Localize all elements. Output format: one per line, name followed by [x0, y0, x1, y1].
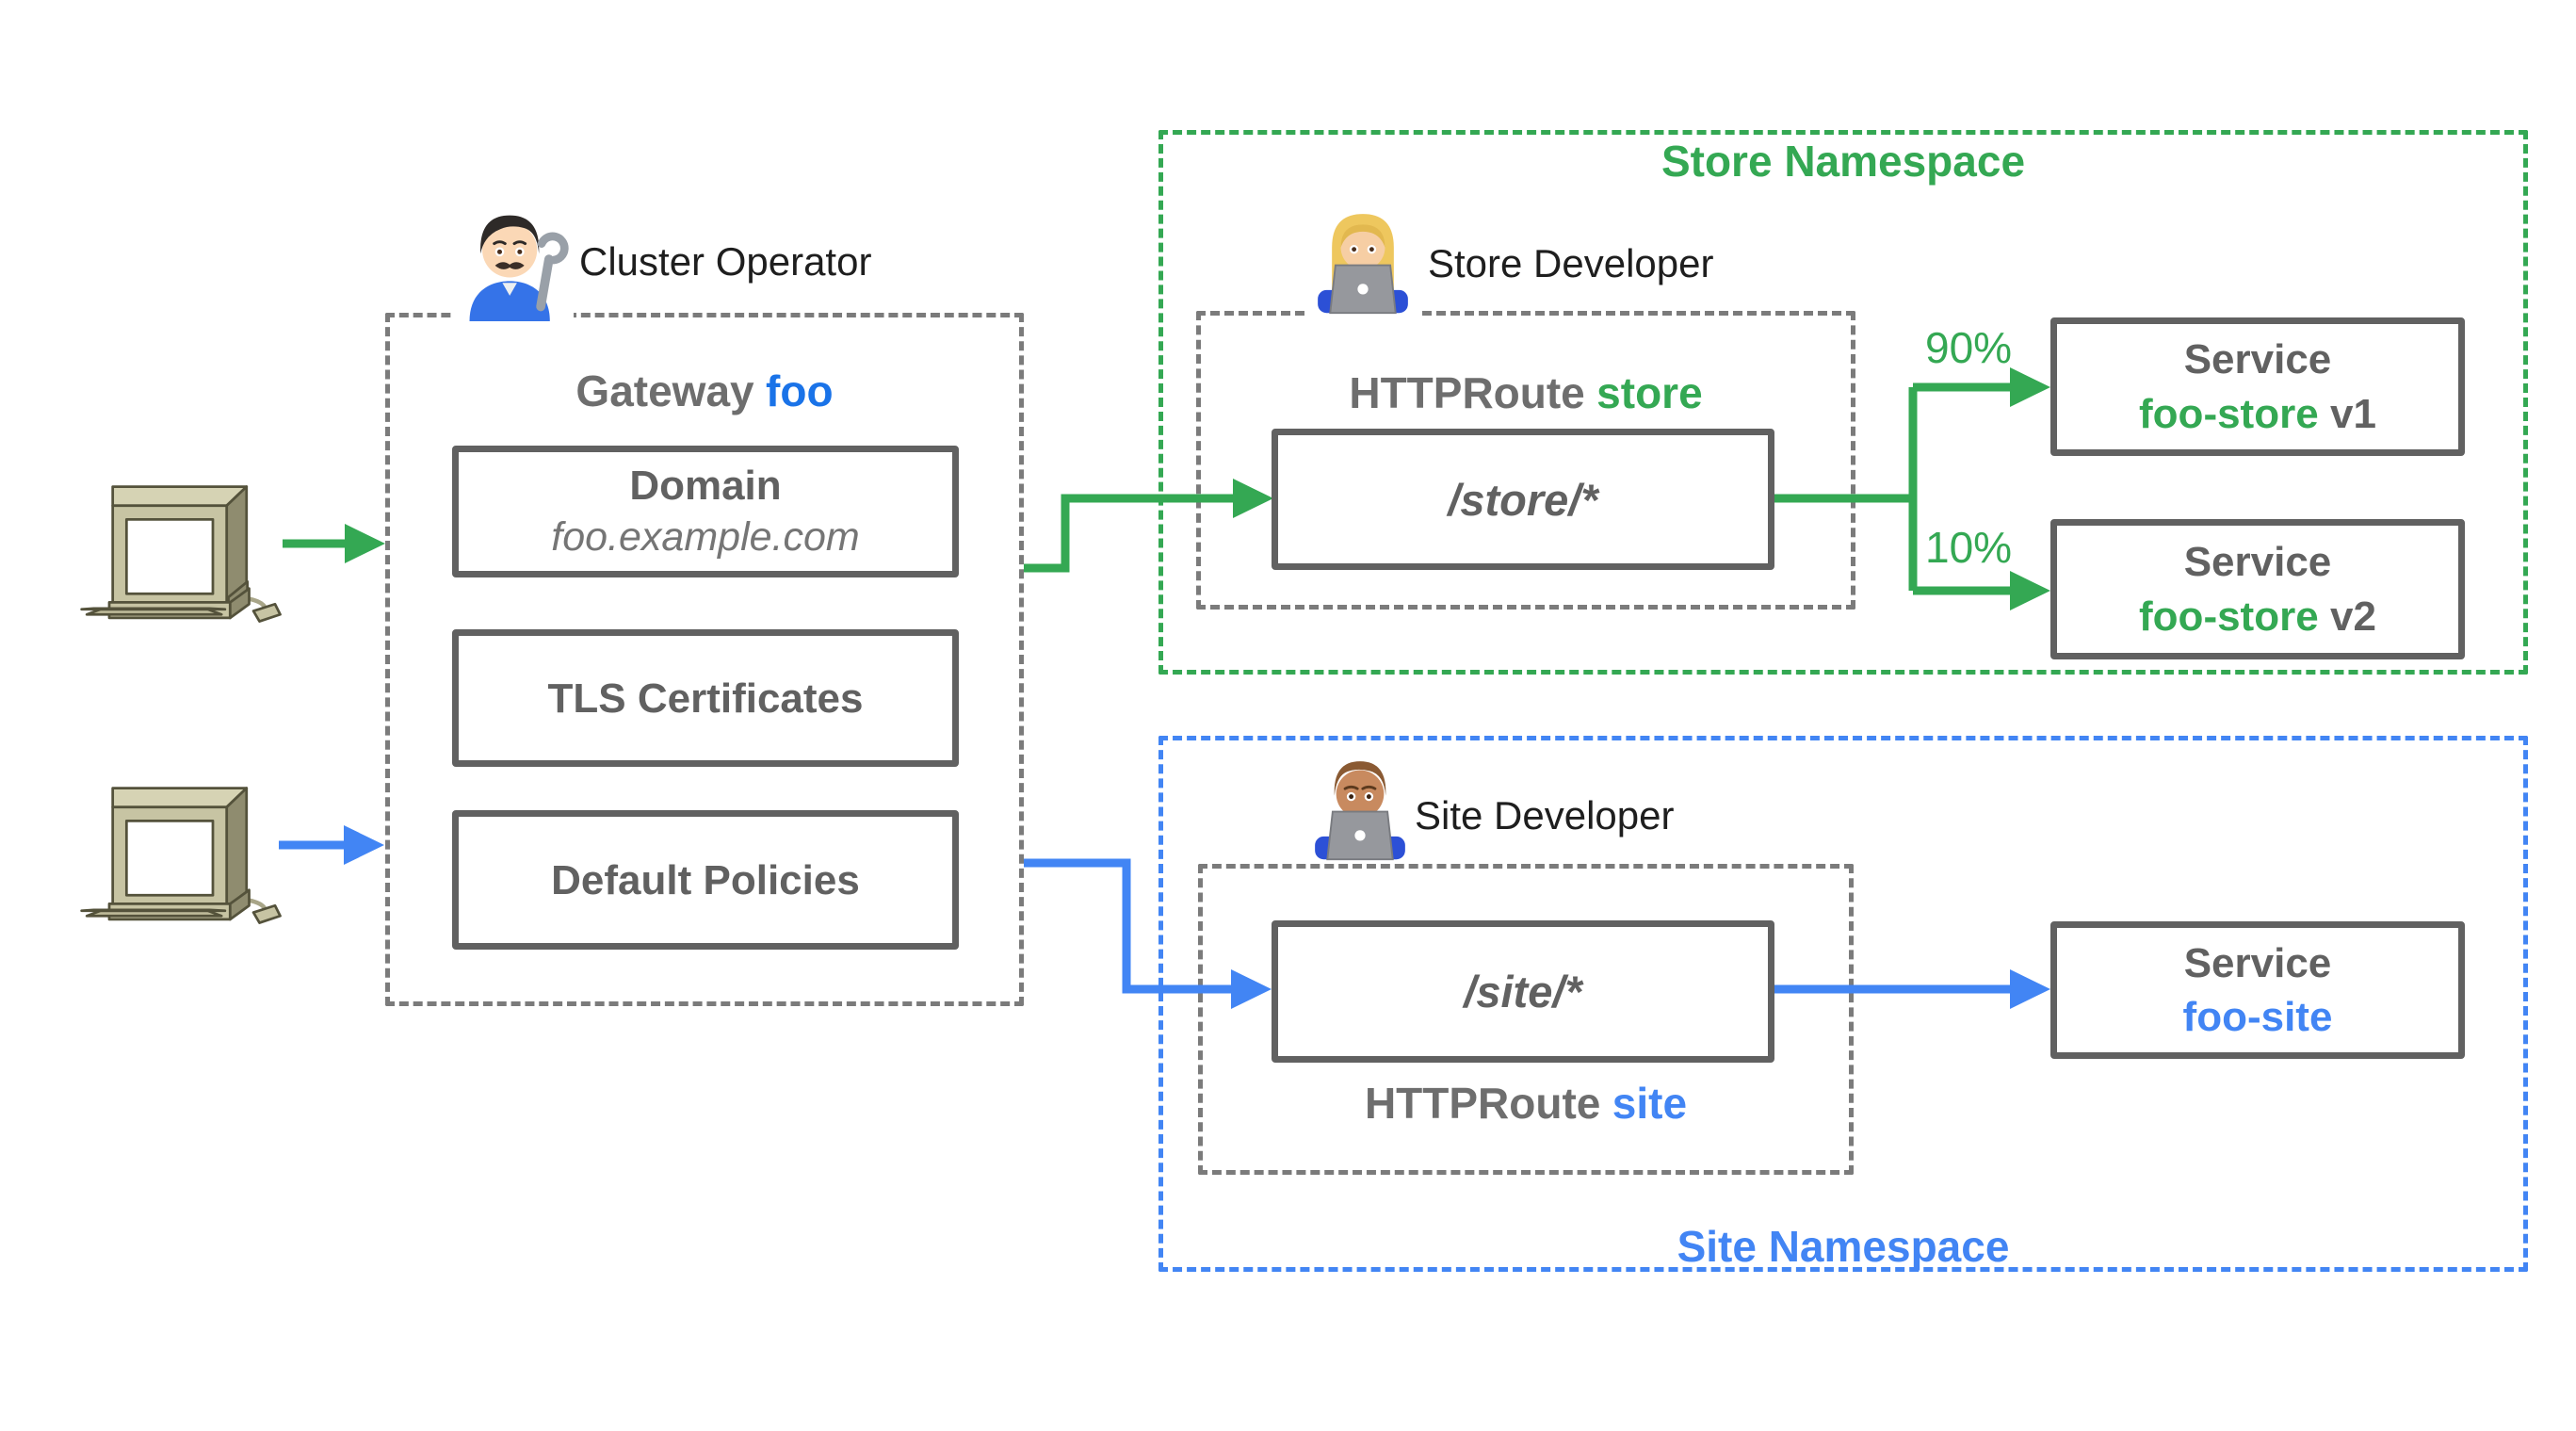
- arrow-client2-to-gateway: [279, 825, 384, 865]
- gateway-dashed-box: [385, 313, 1024, 1006]
- wrench-icon: [536, 232, 569, 312]
- arrow-httproute-site-to-service: [1774, 969, 2050, 1009]
- woman-technologist-icon: [1305, 202, 1420, 317]
- site-namespace-label: Site Namespace: [1677, 1222, 2010, 1271]
- arrow-gateway-to-httproute-store: [1024, 479, 1273, 573]
- gateway-title-accent: foo: [766, 366, 834, 415]
- service-version: v1: [2330, 390, 2376, 437]
- arrow-client1-to-gateway: [283, 524, 385, 563]
- default-policies-box: Default Policies: [452, 810, 959, 950]
- domain-box-value: foo.example.com: [551, 513, 860, 560]
- gateway-title-prefix: Gateway: [575, 366, 754, 415]
- service-name: foo-store: [2139, 390, 2319, 437]
- domain-box: Domain foo.example.com: [452, 446, 959, 577]
- weight-90-label: 90%: [1925, 323, 2013, 372]
- httproute-site-dashed-box: [1198, 864, 1854, 1175]
- laptop-icon: [1329, 264, 1397, 315]
- cluster-operator-label: Cluster Operator: [579, 239, 872, 284]
- store-namespace-box: [1158, 130, 2528, 675]
- service-label: Service: [2183, 939, 2332, 986]
- service-version: v2: [2330, 593, 2376, 640]
- service-label: Service: [2183, 336, 2332, 383]
- tls-certificates-box: TLS Certificates: [452, 629, 959, 767]
- client-computer-1-icon: [78, 462, 285, 627]
- arrow-httproute-store-split: [1774, 367, 2050, 610]
- site-namespace-box: [1158, 736, 2528, 1272]
- service-name: foo-site: [2182, 994, 2333, 1040]
- service-label: Service: [2183, 539, 2332, 586]
- client-computer-2-icon: [78, 763, 285, 929]
- httproute-site-prefix: HTTPRoute: [1364, 1079, 1601, 1128]
- httproute-store-accent: store: [1596, 368, 1703, 417]
- service-name: foo-store: [2139, 593, 2319, 640]
- store-developer-label: Store Developer: [1428, 241, 1714, 285]
- site-route-path: /site/*: [1464, 967, 1582, 1016]
- site-developer-label: Site Developer: [1415, 793, 1675, 837]
- httproute-site-accent: site: [1612, 1079, 1688, 1128]
- tls-certificates-label: TLS Certificates: [547, 675, 864, 722]
- httproute-store-dashed-box: [1196, 311, 1855, 610]
- store-route-path: /store/*: [1448, 474, 1598, 525]
- man-mechanic-icon: [455, 203, 574, 321]
- laptop-icon: [1326, 810, 1394, 861]
- domain-box-title: Domain: [629, 462, 782, 509]
- store-namespace-label: Store Namespace: [1661, 137, 2026, 186]
- service-foo-site-box: Service foo-site: [2050, 921, 2465, 1059]
- default-policies-label: Default Policies: [551, 856, 860, 903]
- man-technologist-icon: [1303, 748, 1418, 863]
- store-route-path-box: /store/*: [1272, 429, 1774, 570]
- httproute-store-prefix: HTTPRoute: [1349, 368, 1585, 417]
- arrow-gateway-to-httproute-site: [1024, 858, 1272, 1009]
- weight-10-label: 10%: [1925, 523, 2013, 572]
- site-route-path-box: /site/*: [1272, 920, 1774, 1063]
